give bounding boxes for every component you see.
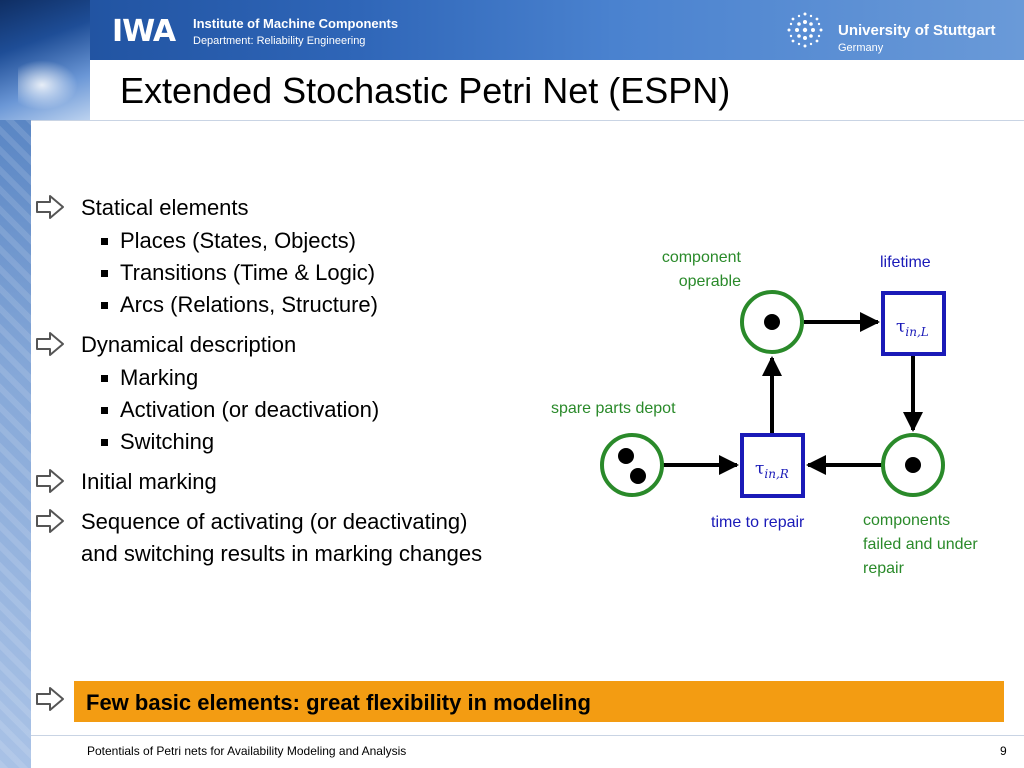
- transition-repair-symbol: τ: [755, 459, 764, 479]
- sub-bullet-arcs: Arcs (Relations, Structure): [101, 292, 378, 317]
- page-title: Extended Stochastic Petri Net (ESPN): [120, 70, 731, 111]
- label-component-operable-2: operable: [678, 273, 741, 290]
- arrow-bullet-icon: [36, 687, 64, 711]
- bullet-initial-marking: Initial marking: [81, 469, 217, 494]
- bullet-sequence-line-1: Sequence of activating (or deactivating): [81, 509, 468, 534]
- sub-bullet-activation: Activation (or deactivation): [100, 397, 380, 422]
- institute-logo: IWA: [112, 14, 176, 49]
- footer-divider: [31, 735, 1024, 736]
- department-name: Department: Reliability Engineering: [193, 35, 366, 47]
- arrow-bullet-icon: [36, 469, 64, 493]
- institute-name: Institute of Machine Components: [193, 16, 399, 31]
- label-failed-3: repair: [863, 560, 904, 577]
- place-spare-parts-depot: [600, 433, 664, 497]
- university-country: Germany: [838, 42, 884, 54]
- header-bar: [0, 0, 1024, 60]
- sub-bullet-marking: Marking: [100, 365, 199, 390]
- header-corner-image: [0, 0, 90, 120]
- token: [764, 314, 780, 330]
- footer-text: Potentials of Petri nets for Availabilit…: [87, 744, 407, 758]
- label-failed-1: components: [863, 512, 951, 529]
- university-name: University of Stuttgart: [838, 22, 996, 39]
- label-lifetime: lifetime: [880, 254, 931, 271]
- transition-repair-subscript: in,R: [764, 467, 788, 481]
- banner-text: Few basic elements: great flexibility in…: [86, 690, 591, 715]
- sub-bullet-switching: Switching: [100, 429, 215, 454]
- bullet-dynamical-description: Dynamical description: [81, 332, 297, 357]
- transition-repair: [740, 433, 805, 498]
- arrow-bullet-icon: [36, 332, 64, 356]
- highlight-banner: Few basic elements: great flexibility in…: [74, 681, 1004, 722]
- page-number: 9: [1000, 744, 1007, 758]
- arrow-bullet-icon: [36, 509, 64, 533]
- bullet-statical-elements: Statical elements: [81, 195, 249, 220]
- token: [905, 457, 921, 473]
- arrow-bullet-icon: [36, 195, 64, 219]
- university-logo-icon: [787, 12, 823, 48]
- label-failed-2: failed and under: [863, 536, 978, 553]
- svg-text:τin,R: τin,R: [755, 459, 789, 481]
- bullet-sequence-line-2: and switching results in marking changes: [81, 541, 483, 566]
- title-divider: [31, 120, 1024, 121]
- token: [618, 448, 634, 464]
- svg-text:τin,L: τin,L: [896, 317, 929, 339]
- label-time-to-repair: time to repair: [711, 514, 805, 531]
- transition-lifetime-subscript: in,L: [905, 325, 928, 339]
- sub-bullet-places: Places (States, Objects): [101, 228, 356, 253]
- transition-lifetime-symbol: τ: [896, 317, 905, 337]
- transition-lifetime: [881, 291, 946, 356]
- label-spare-parts-depot: spare parts depot: [551, 400, 676, 417]
- left-decor-strip: [0, 120, 31, 768]
- label-component-operable-1: component: [661, 249, 741, 266]
- token: [630, 468, 646, 484]
- sub-bullet-transitions: Transitions (Time & Logic): [100, 260, 376, 285]
